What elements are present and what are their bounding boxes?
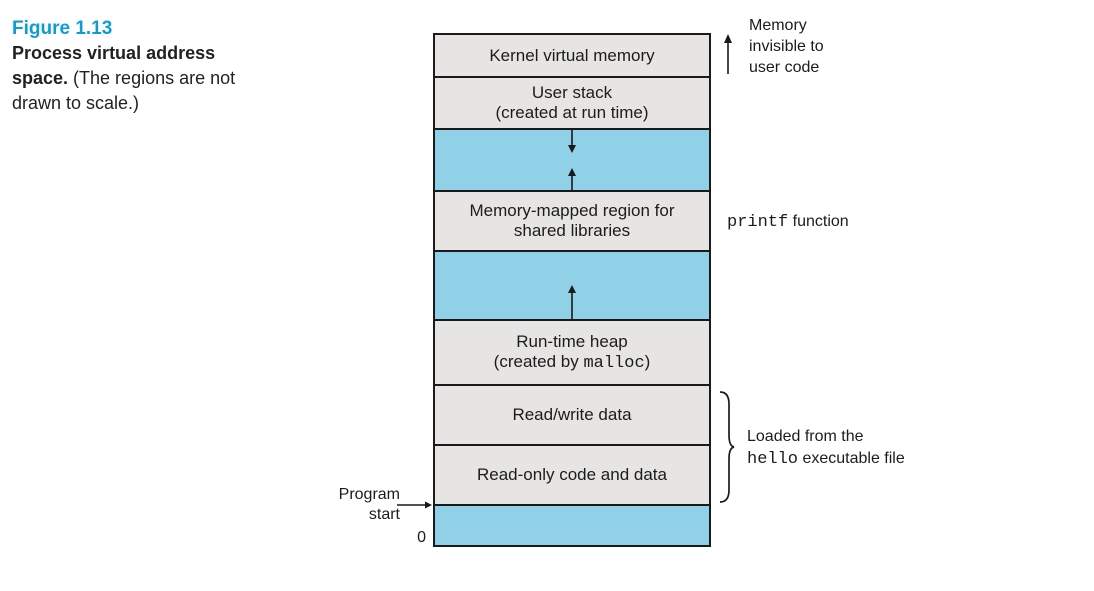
region-sublabel: (created by malloc) (493, 351, 651, 373)
region-read-only-code-data: Read-only code and data (435, 446, 709, 506)
region-label: User stack (531, 83, 613, 102)
region-stack-growth-gap (435, 130, 709, 192)
memory-diagram: Kernel virtual memory User stack (create… (433, 33, 711, 547)
region-read-write-data: Read/write data (435, 386, 709, 446)
memory-invisible-note: Memory invisible to user code (749, 17, 824, 76)
region-heap-growth-gap (435, 252, 709, 321)
malloc-code: malloc (583, 353, 645, 373)
hello-code: hello (747, 450, 799, 469)
loaded-from-note: Loaded from the hello executable file (747, 428, 905, 469)
region-label: Kernel virtual memory (489, 45, 655, 65)
region-sublabel: shared libraries (513, 221, 631, 240)
program-start-arrow-icon (397, 501, 432, 509)
address-zero-label: 0 (417, 529, 426, 546)
figure-caption: Figure 1.13 Process virtual address spac… (12, 16, 312, 116)
region-sublabel: (created at run time) (495, 103, 649, 122)
figure-title-line1: Process virtual address (12, 43, 216, 63)
region-label: Read-only code and data (477, 465, 667, 484)
figure-title-line2: space. (The regions are not (12, 68, 236, 88)
region-unused-bottom (435, 506, 709, 545)
brace-icon (719, 391, 735, 503)
heap-grows-up-arrow-icon (568, 285, 576, 319)
region-label: Memory-mapped region for (469, 201, 675, 220)
address-increase-up-arrow-icon (724, 34, 732, 74)
printf-function-note: printf function (727, 213, 849, 232)
program-start-label: Program start (338, 486, 400, 523)
region-user-stack: User stack (created at run time) (435, 78, 709, 130)
figure-number: Figure 1.13 (12, 18, 113, 39)
mmap-grows-up-arrow-icon (568, 168, 576, 190)
region-label: Run-time heap (516, 331, 628, 351)
figure-title-line3: drawn to scale.) (12, 93, 140, 113)
region-label: Read/write data (512, 405, 632, 424)
region-memory-mapped: Memory-mapped region for shared librarie… (435, 192, 709, 252)
printf-code: printf (727, 213, 789, 232)
region-runtime-heap: Run-time heap (created by malloc) (435, 321, 709, 386)
region-kernel-virtual-memory: Kernel virtual memory (435, 35, 709, 78)
figure-title: Process virtual address space. (The regi… (12, 41, 312, 116)
stack-grows-down-arrow-icon (568, 130, 576, 153)
